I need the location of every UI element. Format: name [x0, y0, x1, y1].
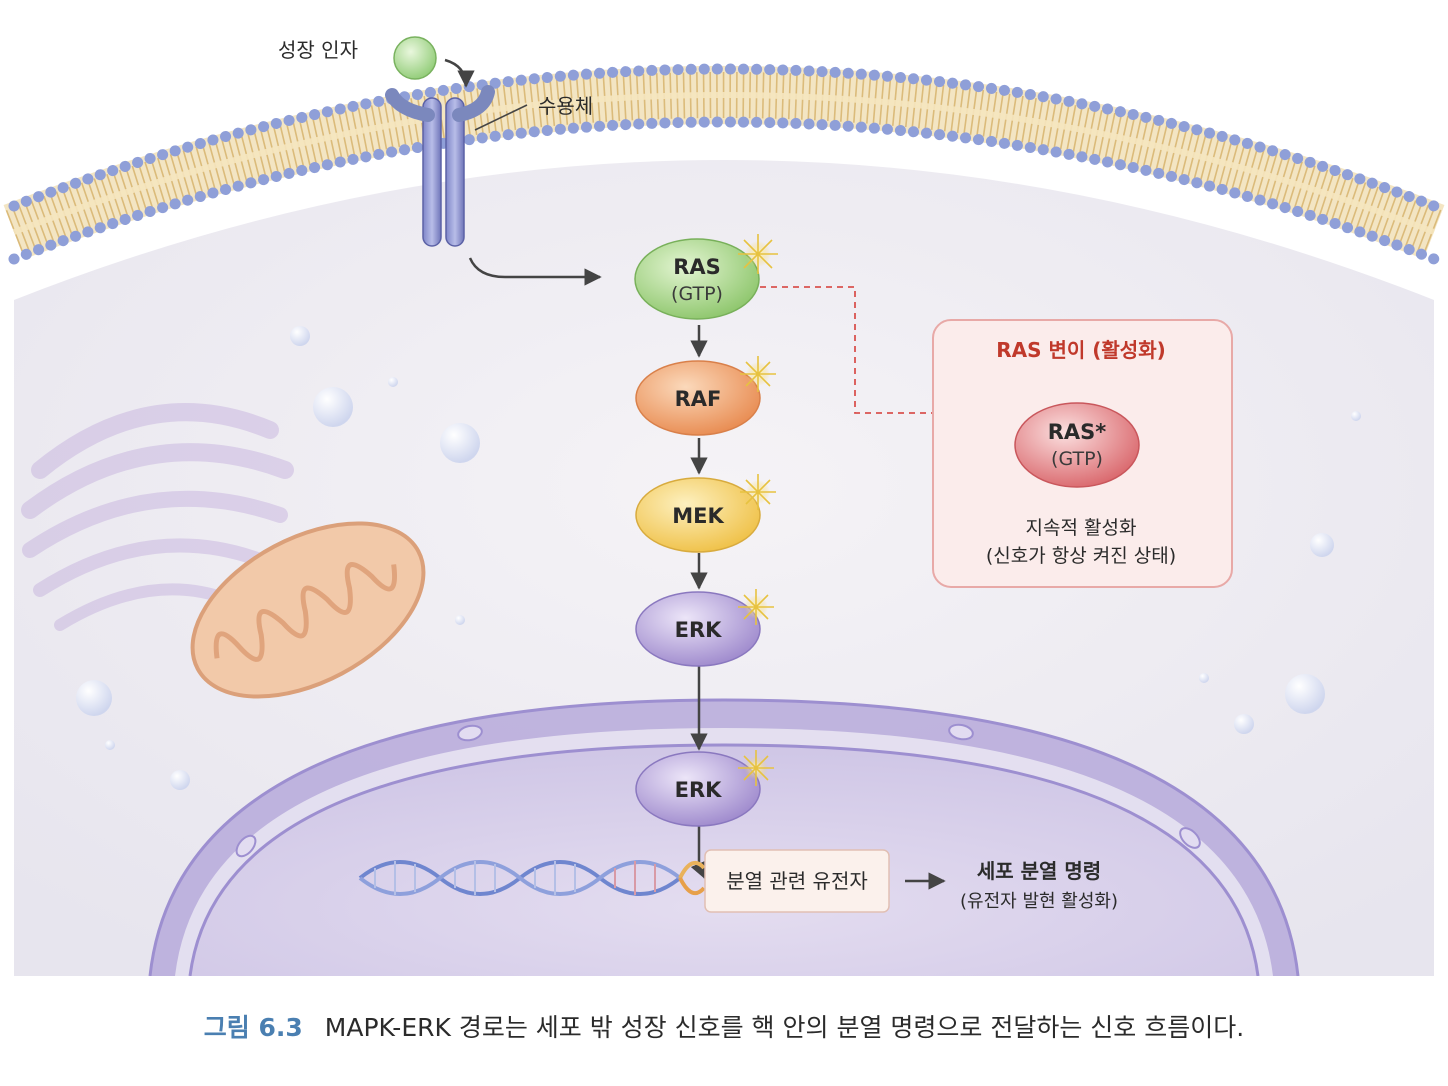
raf-node: RAF — [635, 360, 761, 436]
ras-node: RAS (GTP) — [634, 238, 760, 320]
erk-node-label: ERK — [675, 618, 723, 642]
erk-nuclear-node: ERK — [635, 751, 761, 827]
ras-node-label: RAS — [673, 255, 721, 279]
outcome-sub: (유전자 발현 활성화) — [960, 891, 1118, 912]
gene-box: 분열 관련 유전자 — [704, 849, 890, 913]
figure-caption: 그림 6.3 MAPK-ERK 경로는 세포 밖 성장 신호를 핵 안의 분열 명… — [0, 1008, 1448, 1044]
growth-factor-arrow — [444, 58, 475, 88]
mek-node-label: MEK — [672, 504, 724, 528]
outcome-title: 세포 분열 명령 — [977, 859, 1101, 883]
gene-box-label: 분열 관련 유전자 — [726, 869, 868, 893]
growth-factor-icon — [393, 36, 437, 80]
mitochondrion — [190, 521, 426, 699]
caption-text: MAPK-ERK 경로는 세포 밖 성장 신호를 핵 안의 분열 명령으로 전달… — [324, 1013, 1245, 1042]
receptor-label: 수용체 — [538, 94, 593, 118]
figure-number: 그림 6.3 — [203, 1013, 303, 1042]
receptor-leader-line — [474, 104, 528, 131]
raf-node-label: RAF — [675, 387, 722, 411]
mutation-desc-1: 지속적 활성화 — [1026, 517, 1137, 539]
mek-node: MEK — [635, 477, 761, 553]
erk-node: ERK — [635, 591, 761, 667]
ras-node-sub: (GTP) — [671, 283, 723, 305]
ras-mutation-box: RAS 변이 (활성화) RAS* (GTP) 지속적 활성화 (신호가 항상 … — [932, 319, 1233, 588]
golgi-apparatus — [21, 403, 294, 631]
cell-membrane — [3, 63, 1445, 265]
erk-nuclear-node-label: ERK — [675, 778, 723, 802]
growth-factor-label: 성장 인자 — [278, 38, 358, 62]
vesicles — [76, 326, 1361, 790]
mutation-connector — [760, 286, 933, 414]
receptor — [385, 85, 495, 247]
ras-mutant-sub: (GTP) — [1051, 448, 1103, 470]
mutation-desc-2: (신호가 항상 켜진 상태) — [986, 545, 1176, 567]
ras-mutant-node — [1014, 402, 1140, 488]
dna-helix — [358, 860, 706, 896]
mutation-title: RAS 변이 (활성화) — [996, 338, 1166, 362]
ras-mutant-label: RAS* — [1048, 420, 1107, 444]
receptor-to-ras-arrow — [468, 257, 602, 286]
